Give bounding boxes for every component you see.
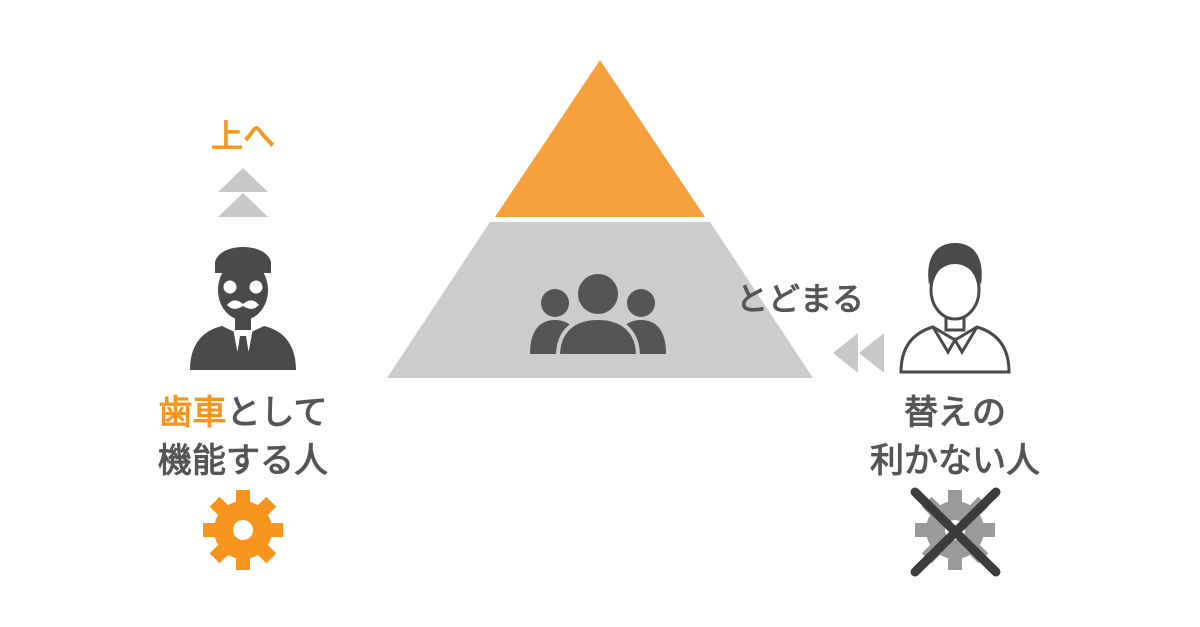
- double-chevron-left-icon: [833, 333, 884, 373]
- pyramid-top-tier: [495, 60, 705, 217]
- stay-label: とどまる: [736, 280, 865, 318]
- left-title-line1: 歯車として: [159, 396, 328, 430]
- x-cross-icon: [910, 487, 1001, 577]
- group-icon: [530, 270, 666, 358]
- gear-word: 歯車: [158, 393, 227, 433]
- left-title-rest: として: [226, 393, 328, 433]
- right-title-line1: 替えの: [904, 393, 1006, 433]
- businessman-icon: [190, 247, 296, 370]
- up-label: 上へ: [210, 117, 276, 155]
- orange-gear-icon: [203, 490, 283, 570]
- left-title-line2: 機能する人: [158, 441, 328, 481]
- right-title-line2: 利かない人: [870, 441, 1040, 481]
- double-chevron-up-icon: [218, 168, 268, 217]
- man-in-shirt-icon: [899, 243, 1011, 374]
